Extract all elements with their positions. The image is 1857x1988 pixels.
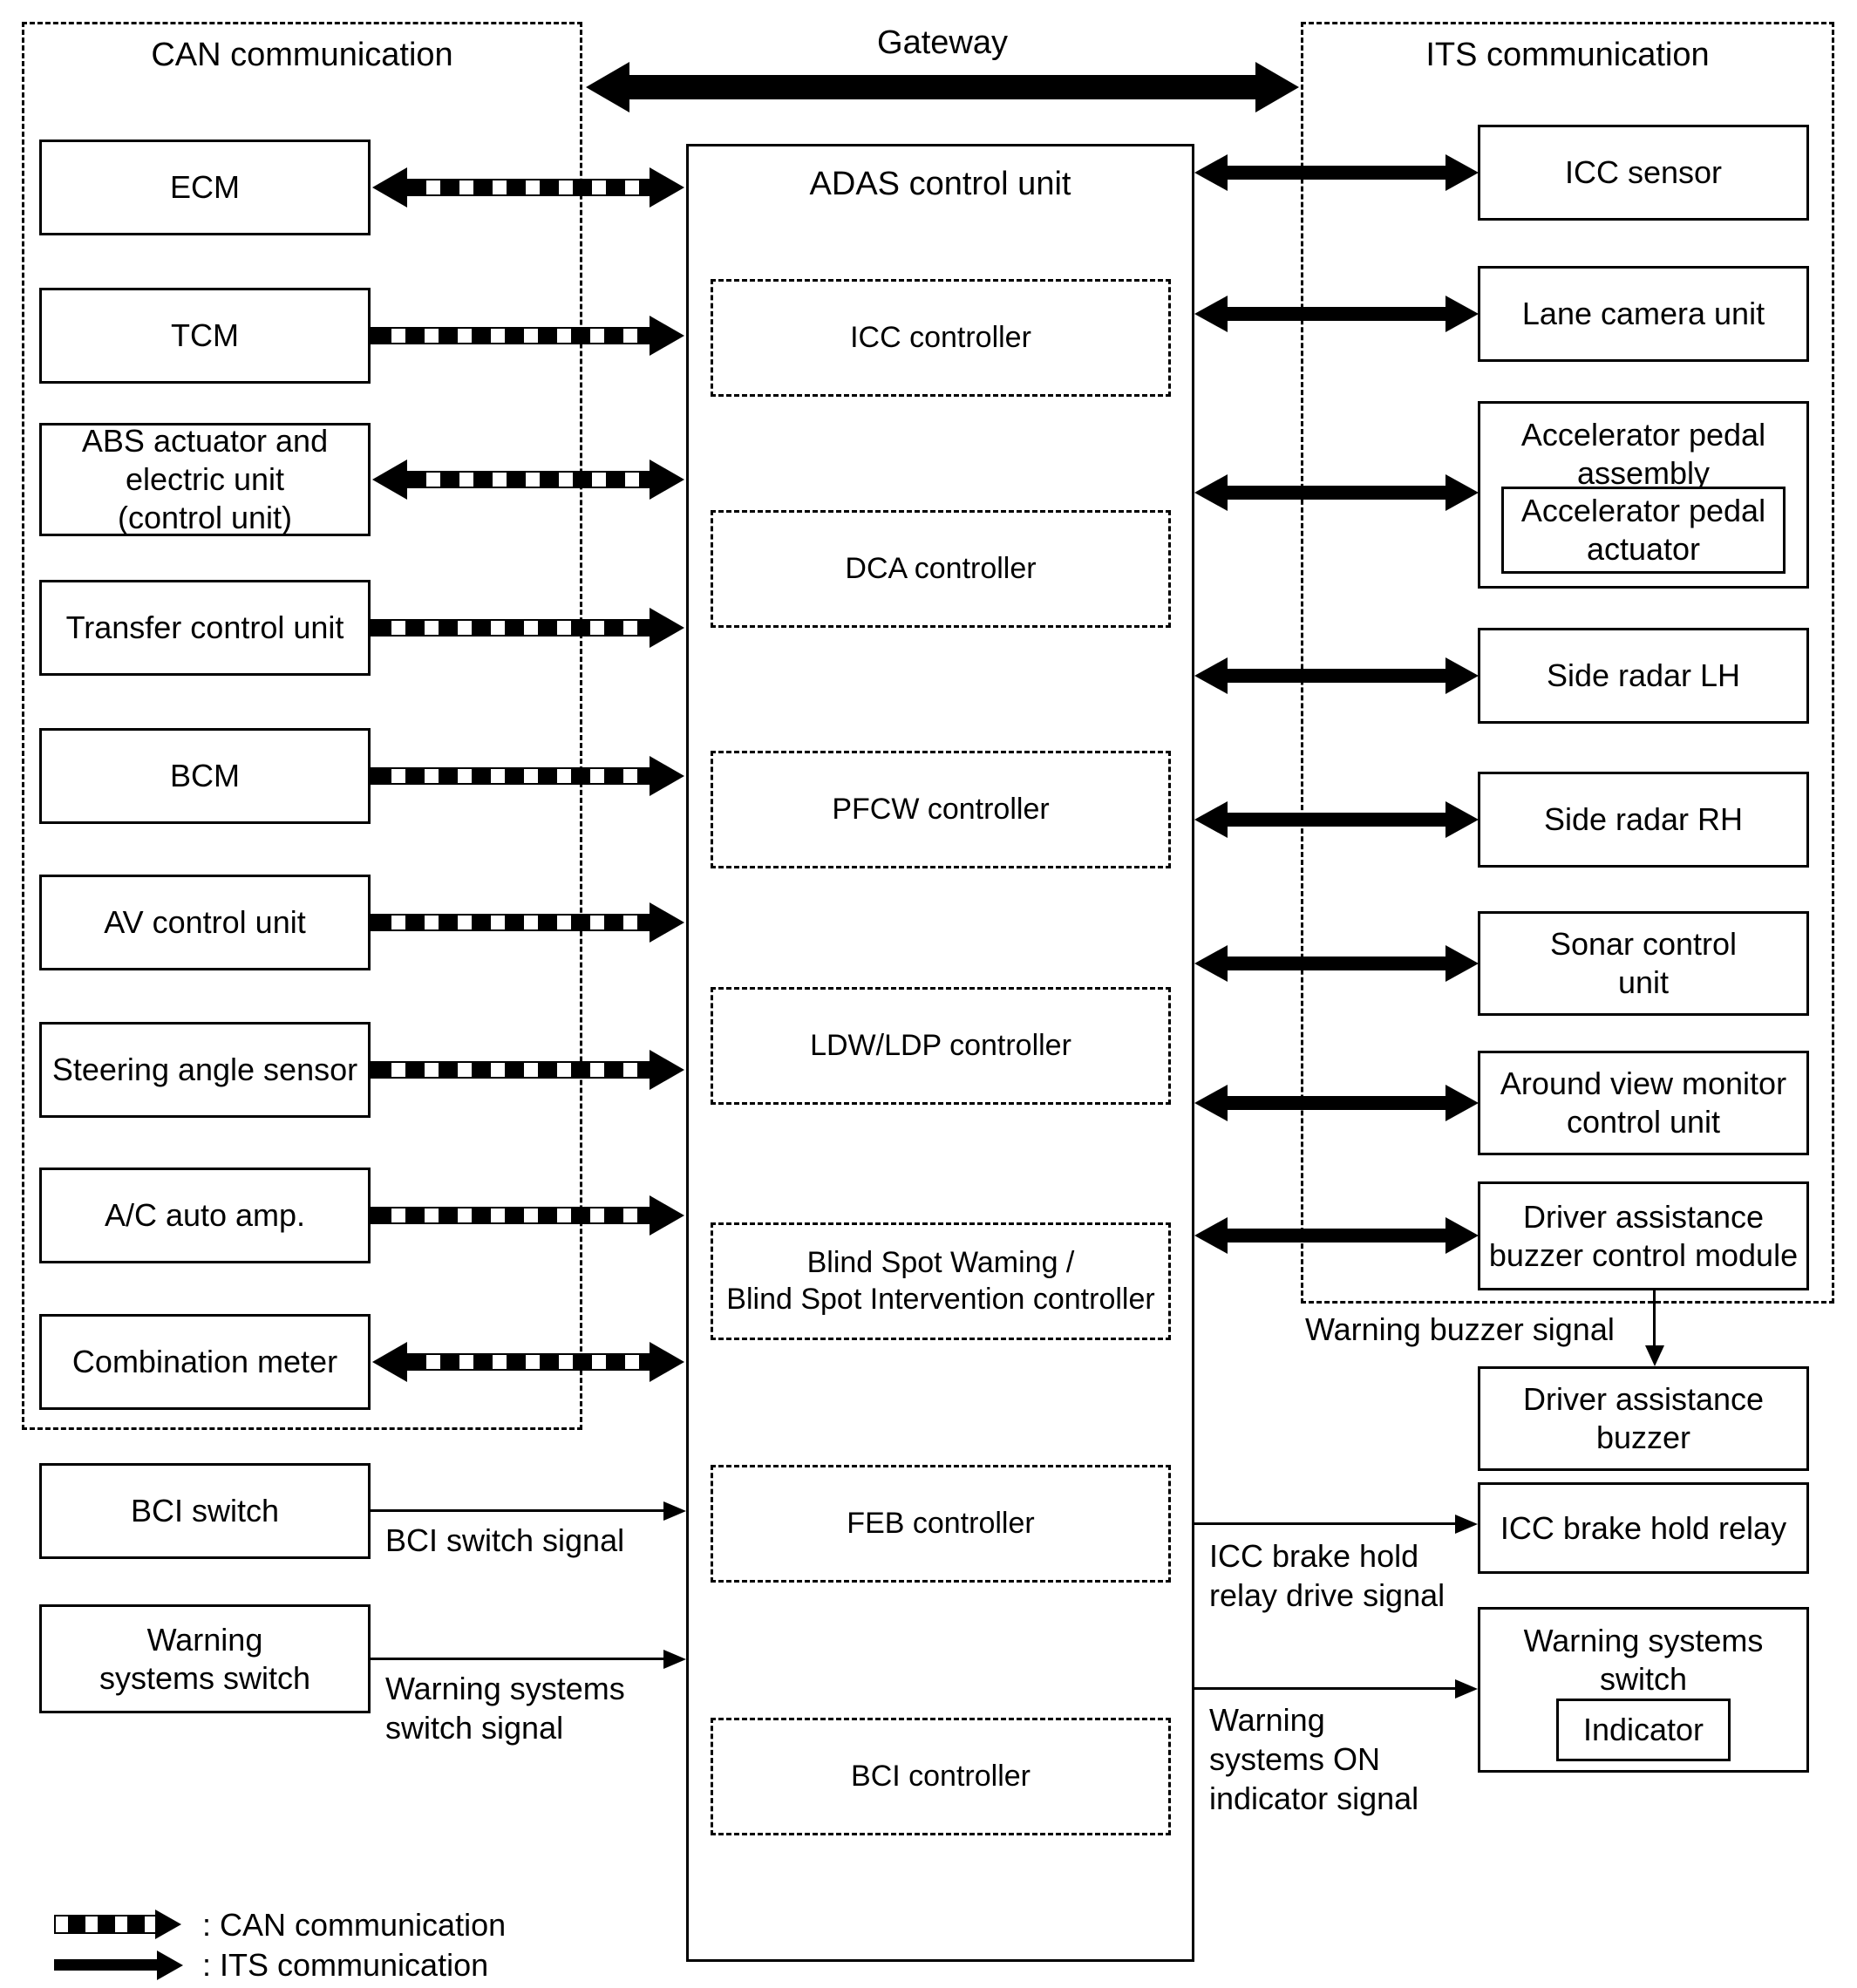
can-arrow-ac-auto-amp: [371, 1207, 651, 1224]
node-accelerator-pedal-actuator: Accelerator pedal actuator: [1501, 487, 1786, 574]
can-arrow-ecm: [405, 179, 651, 196]
node-side-radar-lh: Side radar LH: [1478, 628, 1809, 724]
node-bci-switch: BCI switch: [39, 1463, 371, 1559]
node-warning-systems-switch-right: Warning systems switch: [1478, 1607, 1809, 1773]
its-arrow-da-buzzer-control-module: [1228, 1229, 1445, 1242]
node-warning-systems-switch: Warning systems switch: [39, 1604, 371, 1713]
legend-can-arrow-icon: [54, 1915, 157, 1934]
node-abs-actuator: ABS actuator and electric unit (control …: [39, 423, 371, 536]
label-bci-switch-signal: BCI switch signal: [385, 1522, 625, 1558]
node-bcm: BCM: [39, 728, 371, 824]
label-warning-systems-on-indicator-signal: Warning systems ON indicator signal: [1209, 1702, 1419, 1816]
node-icc-brake-hold-relay: ICC brake hold relay: [1478, 1482, 1809, 1574]
its-arrow-lane-camera-unit: [1228, 307, 1445, 321]
node-ecm: ECM: [39, 140, 371, 235]
node-av-control-unit: AV control unit: [39, 875, 371, 970]
signal-arrow-icc-brake-hold-relay: [1194, 1522, 1455, 1525]
can-arrow-abs-actuator: [405, 471, 651, 488]
controller-icc: ICC controller: [711, 279, 1171, 397]
node-lane-camera-unit: Lane camera unit: [1478, 266, 1809, 362]
label-warning-buzzer-signal: Warning buzzer signal: [1305, 1311, 1615, 1347]
adas-control-unit-box: [686, 144, 1194, 1962]
its-arrow-sonar-control-unit: [1228, 957, 1445, 970]
its-region-title: ITS communication: [1425, 37, 1710, 73]
its-arrow-icc-sensor: [1228, 166, 1445, 180]
can-arrow-combination-meter: [405, 1353, 651, 1371]
node-driver-assistance-buzzer: Driver assistance buzzer: [1478, 1366, 1809, 1471]
node-icc-sensor: ICC sensor: [1478, 125, 1809, 221]
controller-pfcw: PFCW controller: [711, 751, 1171, 868]
signal-arrow-warning-buzzer: [1653, 1290, 1656, 1345]
node-transfer-control-unit: Transfer control unit: [39, 580, 371, 676]
can-arrow-av-control-unit: [371, 914, 651, 931]
can-arrow-tcm: [371, 327, 651, 344]
controller-bci: BCI controller: [711, 1718, 1171, 1835]
its-arrow-side-radar-lh: [1228, 669, 1445, 683]
signal-arrow-warning-systems-on-indicator: [1194, 1687, 1455, 1690]
gateway-label: Gateway: [877, 24, 1008, 61]
signal-arrow-warning-systems-switch: [371, 1658, 663, 1660]
its-arrow-side-radar-rh: [1228, 813, 1445, 827]
node-combination-meter: Combination meter: [39, 1314, 371, 1410]
node-indicator: Indicator: [1556, 1699, 1731, 1761]
node-side-radar-rh: Side radar RH: [1478, 772, 1809, 868]
node-ac-auto-amp: A/C auto amp.: [39, 1168, 371, 1263]
adas-title: ADAS control unit: [809, 166, 1071, 202]
can-arrow-bcm: [371, 767, 651, 785]
node-sonar-control-unit: Sonar control unit: [1478, 911, 1809, 1016]
controller-dca: DCA controller: [711, 510, 1171, 628]
its-arrow-accelerator-pedal: [1228, 486, 1445, 500]
node-da-buzzer-control-module: Driver assistance buzzer control module: [1478, 1181, 1809, 1290]
its-arrow-around-view-monitor: [1228, 1096, 1445, 1110]
its-communication-region: [1301, 22, 1834, 1304]
label-icc-brake-hold-relay-drive-signal: ICC brake hold relay drive signal: [1209, 1538, 1445, 1613]
controller-ldw-ldp: LDW/LDP controller: [711, 987, 1171, 1105]
legend-its-arrow-icon: [54, 1959, 157, 1971]
legend-its-label: : ITS communication: [202, 1947, 489, 1983]
controller-feb: FEB controller: [711, 1465, 1171, 1583]
gateway-arrow: [629, 75, 1255, 99]
signal-arrow-bci-switch: [371, 1509, 663, 1512]
label-warning-systems-switch-signal: Warning systems switch signal: [385, 1671, 625, 1746]
can-arrow-steering-angle-sensor: [371, 1061, 651, 1079]
can-communication-region: [22, 22, 582, 1430]
node-steering-angle-sensor: Steering angle sensor: [39, 1022, 371, 1118]
controller-blind-spot: Blind Spot Waming / Blind Spot Intervent…: [711, 1222, 1171, 1340]
node-tcm: TCM: [39, 288, 371, 384]
node-around-view-monitor: Around view monitor control unit: [1478, 1051, 1809, 1155]
can-arrow-transfer-control-unit: [371, 619, 651, 637]
can-region-title: CAN communication: [151, 37, 453, 73]
legend-can-label: : CAN communication: [202, 1907, 507, 1943]
